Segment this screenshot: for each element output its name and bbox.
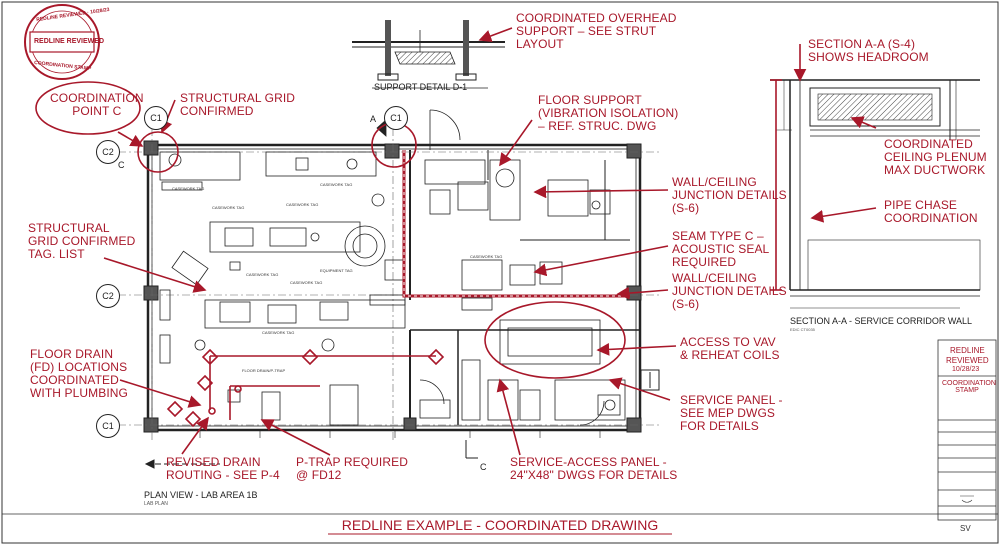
note-coordination-point: COORDINATION POINT C (50, 91, 144, 118)
note-seam-type: SEAM TYPE C – ACOUSTIC SEAL REQUIRED (672, 229, 770, 269)
section-marker-letter: A (370, 114, 377, 124)
grid-label-c2-mid: C2 (96, 284, 120, 308)
note-section-headroom: SECTION A-A (S-4) SHOWS HEADROOM (808, 37, 929, 64)
plan-subtitle: LAB PLAN (144, 501, 168, 507)
support-detail-title: SUPPORT DETAIL D-1 (374, 82, 468, 92)
note-floor-drain: FLOOR DRAIN (FD) LOCATIONS COORDINATED W… (30, 347, 128, 400)
equipment-tag: CASEWORK TAG (286, 202, 319, 207)
drawing-title: REDLINE EXAMPLE - COORDINATED DRAWING (341, 517, 659, 533)
grid-label-c2-left: C2 (96, 140, 120, 164)
elevation-marker (640, 369, 660, 391)
lab-casework (159, 151, 626, 426)
structural-columns (143, 140, 642, 433)
note-wall-ceiling-1: WALL/CEILING JUNCTION DETAILS (S-6) (672, 175, 787, 215)
grid-letter-c: C (118, 160, 125, 170)
equipment-tag: CASEWORK TAG (320, 182, 353, 187)
title-block (937, 339, 997, 521)
support-detail-d1 (352, 20, 505, 89)
north-arrow-left (144, 459, 220, 469)
grid-label-c1-top-right: C1 (384, 106, 408, 130)
note-access-vav: ACCESS TO VAV & REHEAT COILS (680, 335, 780, 362)
title-block-reviewed: REVIEWED (946, 356, 989, 365)
equipment-tag: CASEWORK TAG (470, 254, 503, 259)
equipment-tag: CASEWORK TAG (262, 330, 295, 335)
equipment-tag: CASEWORK TAG (246, 272, 279, 277)
section-cut-letter: C (480, 462, 487, 472)
title-block-date: 10/28/23 (952, 366, 980, 373)
note-p-trap: P-TRAP REQUIRED @ FD12 (296, 455, 408, 482)
title-block-sheet: SV (960, 524, 971, 533)
section-cut-c (465, 440, 478, 459)
plan-walls (146, 109, 642, 438)
note-floor-support: FLOOR SUPPORT (VIBRATION ISOLATION) – RE… (538, 93, 679, 133)
note-pipe-chase: PIPE CHASE COORDINATION (884, 198, 978, 225)
grid-lines (118, 128, 660, 440)
stamp-middle-text: REDLINE REVIEWED (34, 38, 105, 45)
note-overhead-support: COORDINATED OVERHEAD SUPPORT – SEE STRUT… (516, 11, 677, 51)
review-stamp-graphic (24, 4, 100, 80)
section-title: SECTION A-A - SERVICE CORRIDOR WALL (790, 316, 973, 326)
equipment-tag: CASEWORK TAG (290, 280, 323, 285)
note-structural-grid-confirmed: STRUCTURAL GRID CONFIRMED (180, 91, 296, 118)
note-service-panel: SERVICE PANEL - SEE MEP DWGS FOR DETAILS (680, 393, 783, 433)
equipment-tag: CASEWORK TAG (172, 186, 205, 191)
title-block-stamp-label: COORDINATION STAMP (942, 380, 996, 394)
grid-label-c1-bottom: C1 (96, 414, 120, 438)
section-arrow-a (376, 119, 387, 137)
note-ceiling-plenum: COORDINATED CEILING PLENUM MAX DUCTWORK (884, 137, 987, 177)
title-block-redline: REDLINE (950, 346, 985, 355)
equipment-tag: FLOOR DRAIN/P-TRAP (242, 368, 286, 373)
equipment-tag: CASEWORK TAG (212, 205, 245, 210)
section-a-a-drawing (770, 79, 981, 309)
section-subtitle: EDIC CT0035 (790, 327, 815, 332)
equipment-tag: EQUIPMENT TAG (320, 268, 353, 273)
note-service-access-panel: SERVICE-ACCESS PANEL - 24"x48" DWGS FOR … (510, 455, 678, 482)
grid-label-c1-top: C1 (144, 106, 168, 130)
note-structural-grid-tag: STRUCTURAL GRID CONFIRMED TAG. LIST (28, 221, 136, 261)
plan-title: PLAN VIEW - LAB AREA 1B (144, 490, 258, 500)
note-wall-ceiling-2: WALL/CEILING JUNCTION DETAILS (S-6) (672, 271, 787, 311)
note-revised-drain: REVISED DRAIN ROUTING - SEE P-4 (166, 455, 280, 482)
